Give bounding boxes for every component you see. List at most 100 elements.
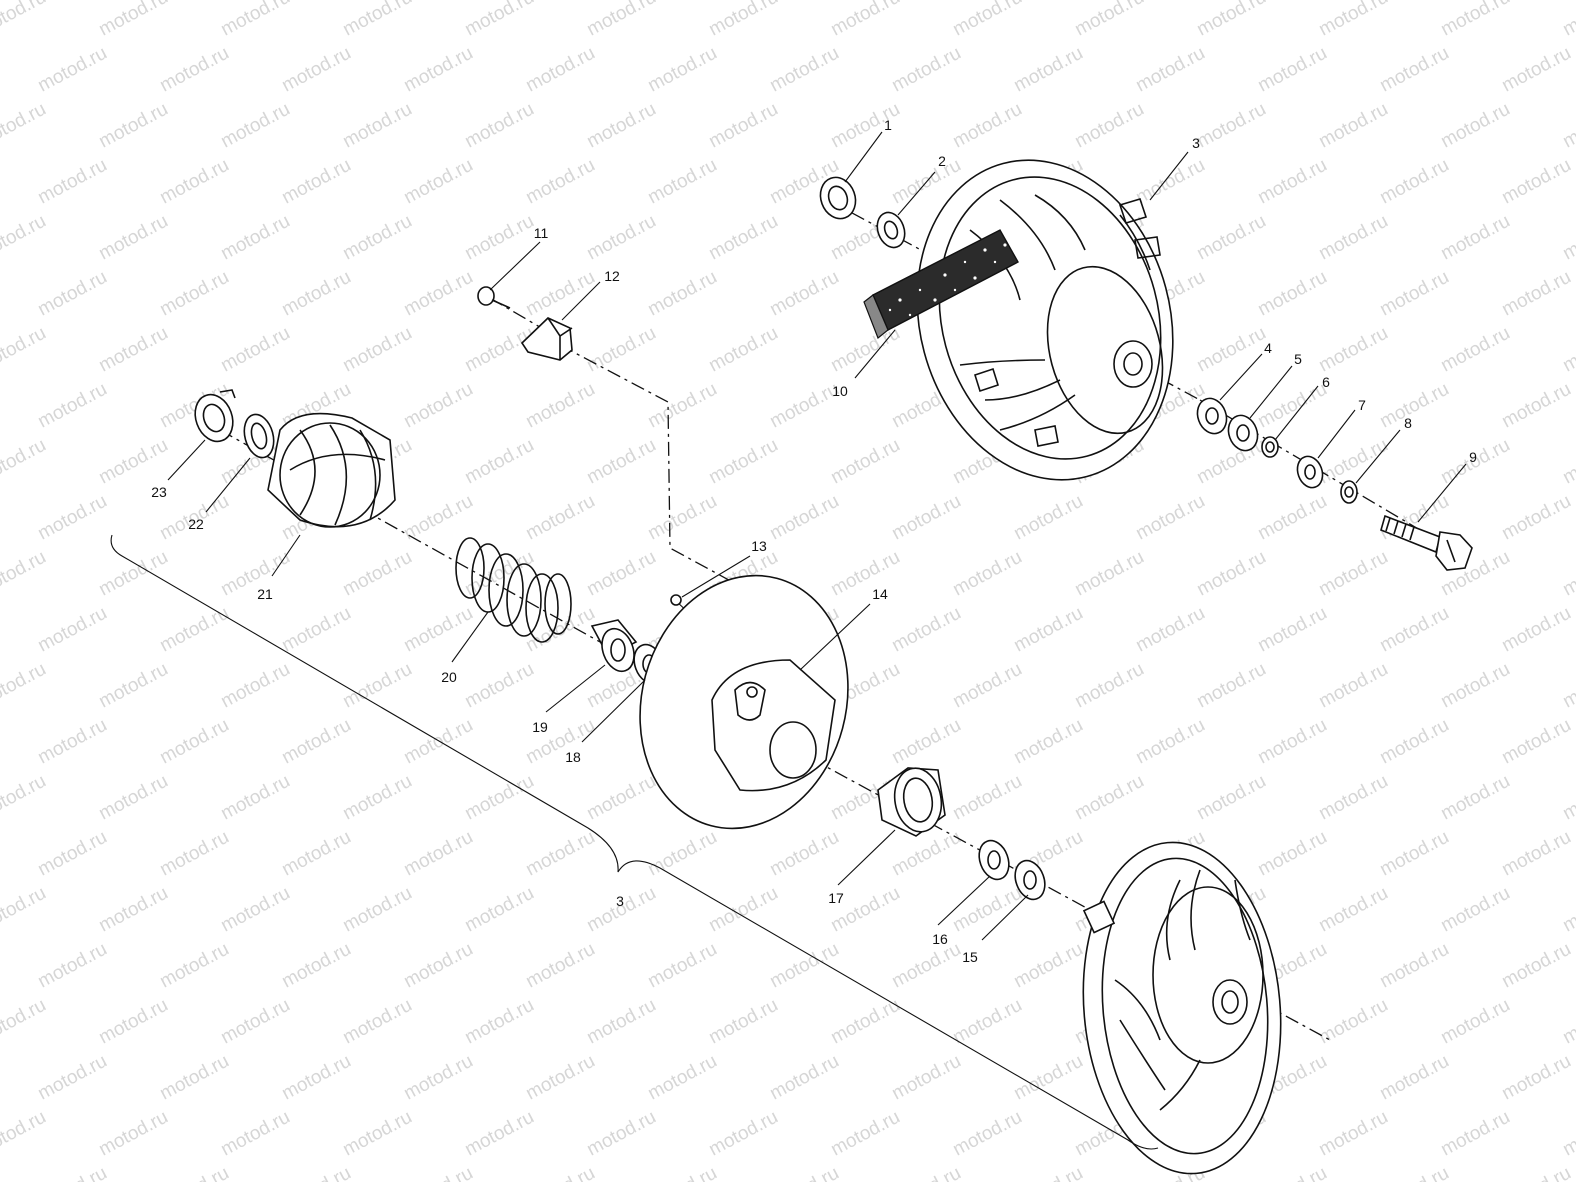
watermark-text: motod.ru (95, 771, 171, 825)
watermark-text: motod.ru (278, 603, 354, 657)
watermark-text: motod.ru (461, 995, 537, 1049)
watermark-text: motod.ru (1193, 659, 1269, 713)
watermark-text: motod.ru (888, 715, 964, 769)
watermark-text: motod.ru (1010, 491, 1086, 545)
watermark-text: motod.ru (644, 1163, 720, 1182)
callout-21: 21 (257, 586, 273, 602)
watermark-text: motod.ru (1315, 0, 1391, 40)
callout-12: 12 (604, 268, 620, 284)
watermark-text: motod.ru (1132, 603, 1208, 657)
watermark-text: motod.ru (1132, 43, 1208, 97)
watermark-text: motod.ru (1315, 995, 1391, 1049)
watermark-text: motod.ru (583, 323, 659, 377)
callout-8: 8 (1404, 415, 1412, 431)
watermark-text: motod.ru (461, 435, 537, 489)
watermark-text: motod.ru (1437, 1107, 1513, 1161)
watermark-text: motod.ru (1498, 491, 1574, 545)
watermark-text: motod.ru (949, 1107, 1025, 1161)
watermark-text: motod.ru (644, 491, 720, 545)
watermark-text: motod.ru (217, 771, 293, 825)
watermark-text: motod.ru (1498, 939, 1574, 993)
watermark-text: motod.ru (0, 771, 50, 825)
watermark-text: motod.ru (0, 99, 50, 153)
watermark-text: motod.ru (156, 267, 232, 321)
watermark-text: motod.ru (1498, 1163, 1574, 1182)
watermark-text: motod.ru (1254, 267, 1330, 321)
callout-10: 10 (832, 383, 848, 399)
watermark-text: motod.ru (461, 1107, 537, 1161)
callout-7: 7 (1358, 397, 1366, 413)
watermark-text: motod.ru (0, 1107, 50, 1161)
callout-2: 2 (938, 153, 946, 169)
watermark-text: motod.ru (888, 827, 964, 881)
callout-14: 14 (872, 586, 888, 602)
watermark-text: motod.ru (522, 267, 598, 321)
watermark-text: motod.ru (95, 0, 171, 40)
watermark-text: motod.ru (156, 603, 232, 657)
watermark-text: motod.ru (1010, 603, 1086, 657)
watermark-text: motod.ru (1010, 715, 1086, 769)
watermark-text: motod.ru (461, 0, 537, 40)
watermark-text: motod.ru (827, 0, 903, 40)
watermark-text: motod.ru (1376, 379, 1452, 433)
watermark-text: motod.ru (827, 547, 903, 601)
watermark-text: motod.ru (461, 659, 537, 713)
watermark-text: motod.ru (888, 491, 964, 545)
watermark-text: motod.ru (705, 1107, 781, 1161)
watermark-text: motod.ru (1254, 491, 1330, 545)
watermark-text: motod.ru (1193, 771, 1269, 825)
watermark-text: motod.ru (1315, 883, 1391, 937)
watermark-text: motod.ru (1376, 155, 1452, 209)
watermark-text: motod.ru (522, 379, 598, 433)
watermark-text: motod.ru (522, 939, 598, 993)
watermark-text: motod.ru (1254, 603, 1330, 657)
part-5-washer (1227, 414, 1259, 452)
watermark-text: motod.ru (1559, 883, 1576, 937)
watermark-text: motod.ru (1437, 995, 1513, 1049)
callout-13: 13 (751, 538, 767, 554)
watermark-text: motod.ru (1498, 379, 1574, 433)
watermark-text: motod.ru (583, 1107, 659, 1161)
watermark-text: motod.ru (1559, 995, 1576, 1049)
part-2-washer (876, 211, 906, 249)
watermark-text: motod.ru (156, 827, 232, 881)
watermark-text: motod.ru (0, 883, 50, 937)
watermark-text: motod.ru (1437, 771, 1513, 825)
watermark-text: motod.ru (1254, 1163, 1330, 1182)
watermark-text: motod.ru (1437, 659, 1513, 713)
watermark-text: motod.ru (278, 267, 354, 321)
watermark-text: motod.ru (1498, 155, 1574, 209)
watermark-text: motod.ru (400, 715, 476, 769)
watermark-text: motod.ru (34, 379, 110, 433)
watermark-text: motod.ru (1559, 547, 1576, 601)
watermark-text: motod.ru (278, 939, 354, 993)
watermark-text: motod.ru (400, 155, 476, 209)
watermark-text: motod.ru (1071, 547, 1147, 601)
watermark-text: motod.ru (217, 323, 293, 377)
watermark-text: motod.ru (1071, 0, 1147, 40)
watermark-text: motod.ru (339, 0, 415, 40)
watermark-text: motod.ru (34, 603, 110, 657)
watermark-text: motod.ru (705, 995, 781, 1049)
watermark-text: motod.ru (217, 99, 293, 153)
watermark-text: motod.ru (766, 379, 842, 433)
watermark-text: motod.ru (156, 1051, 232, 1105)
part-17-bearing (877, 767, 946, 837)
callout-15: 15 (962, 949, 978, 965)
watermark-text: motod.ru (278, 1163, 354, 1182)
watermark-text: motod.ru (34, 715, 110, 769)
watermark-text: motod.ru (339, 659, 415, 713)
watermark-text: motod.ru (217, 1107, 293, 1161)
assembly-bracket (110, 534, 1159, 1150)
part-16-washer (978, 839, 1010, 881)
watermark-text: motod.ru (278, 43, 354, 97)
callout-17: 17 (828, 890, 844, 906)
watermark-text: motod.ru (1559, 211, 1576, 265)
watermark-text: motod.ru (95, 435, 171, 489)
watermark-text: motod.ru (1376, 267, 1452, 321)
watermark-text: motod.ru (1193, 547, 1269, 601)
watermark-text: motod.ru (644, 267, 720, 321)
watermark-text: motod.ru (1559, 771, 1576, 825)
